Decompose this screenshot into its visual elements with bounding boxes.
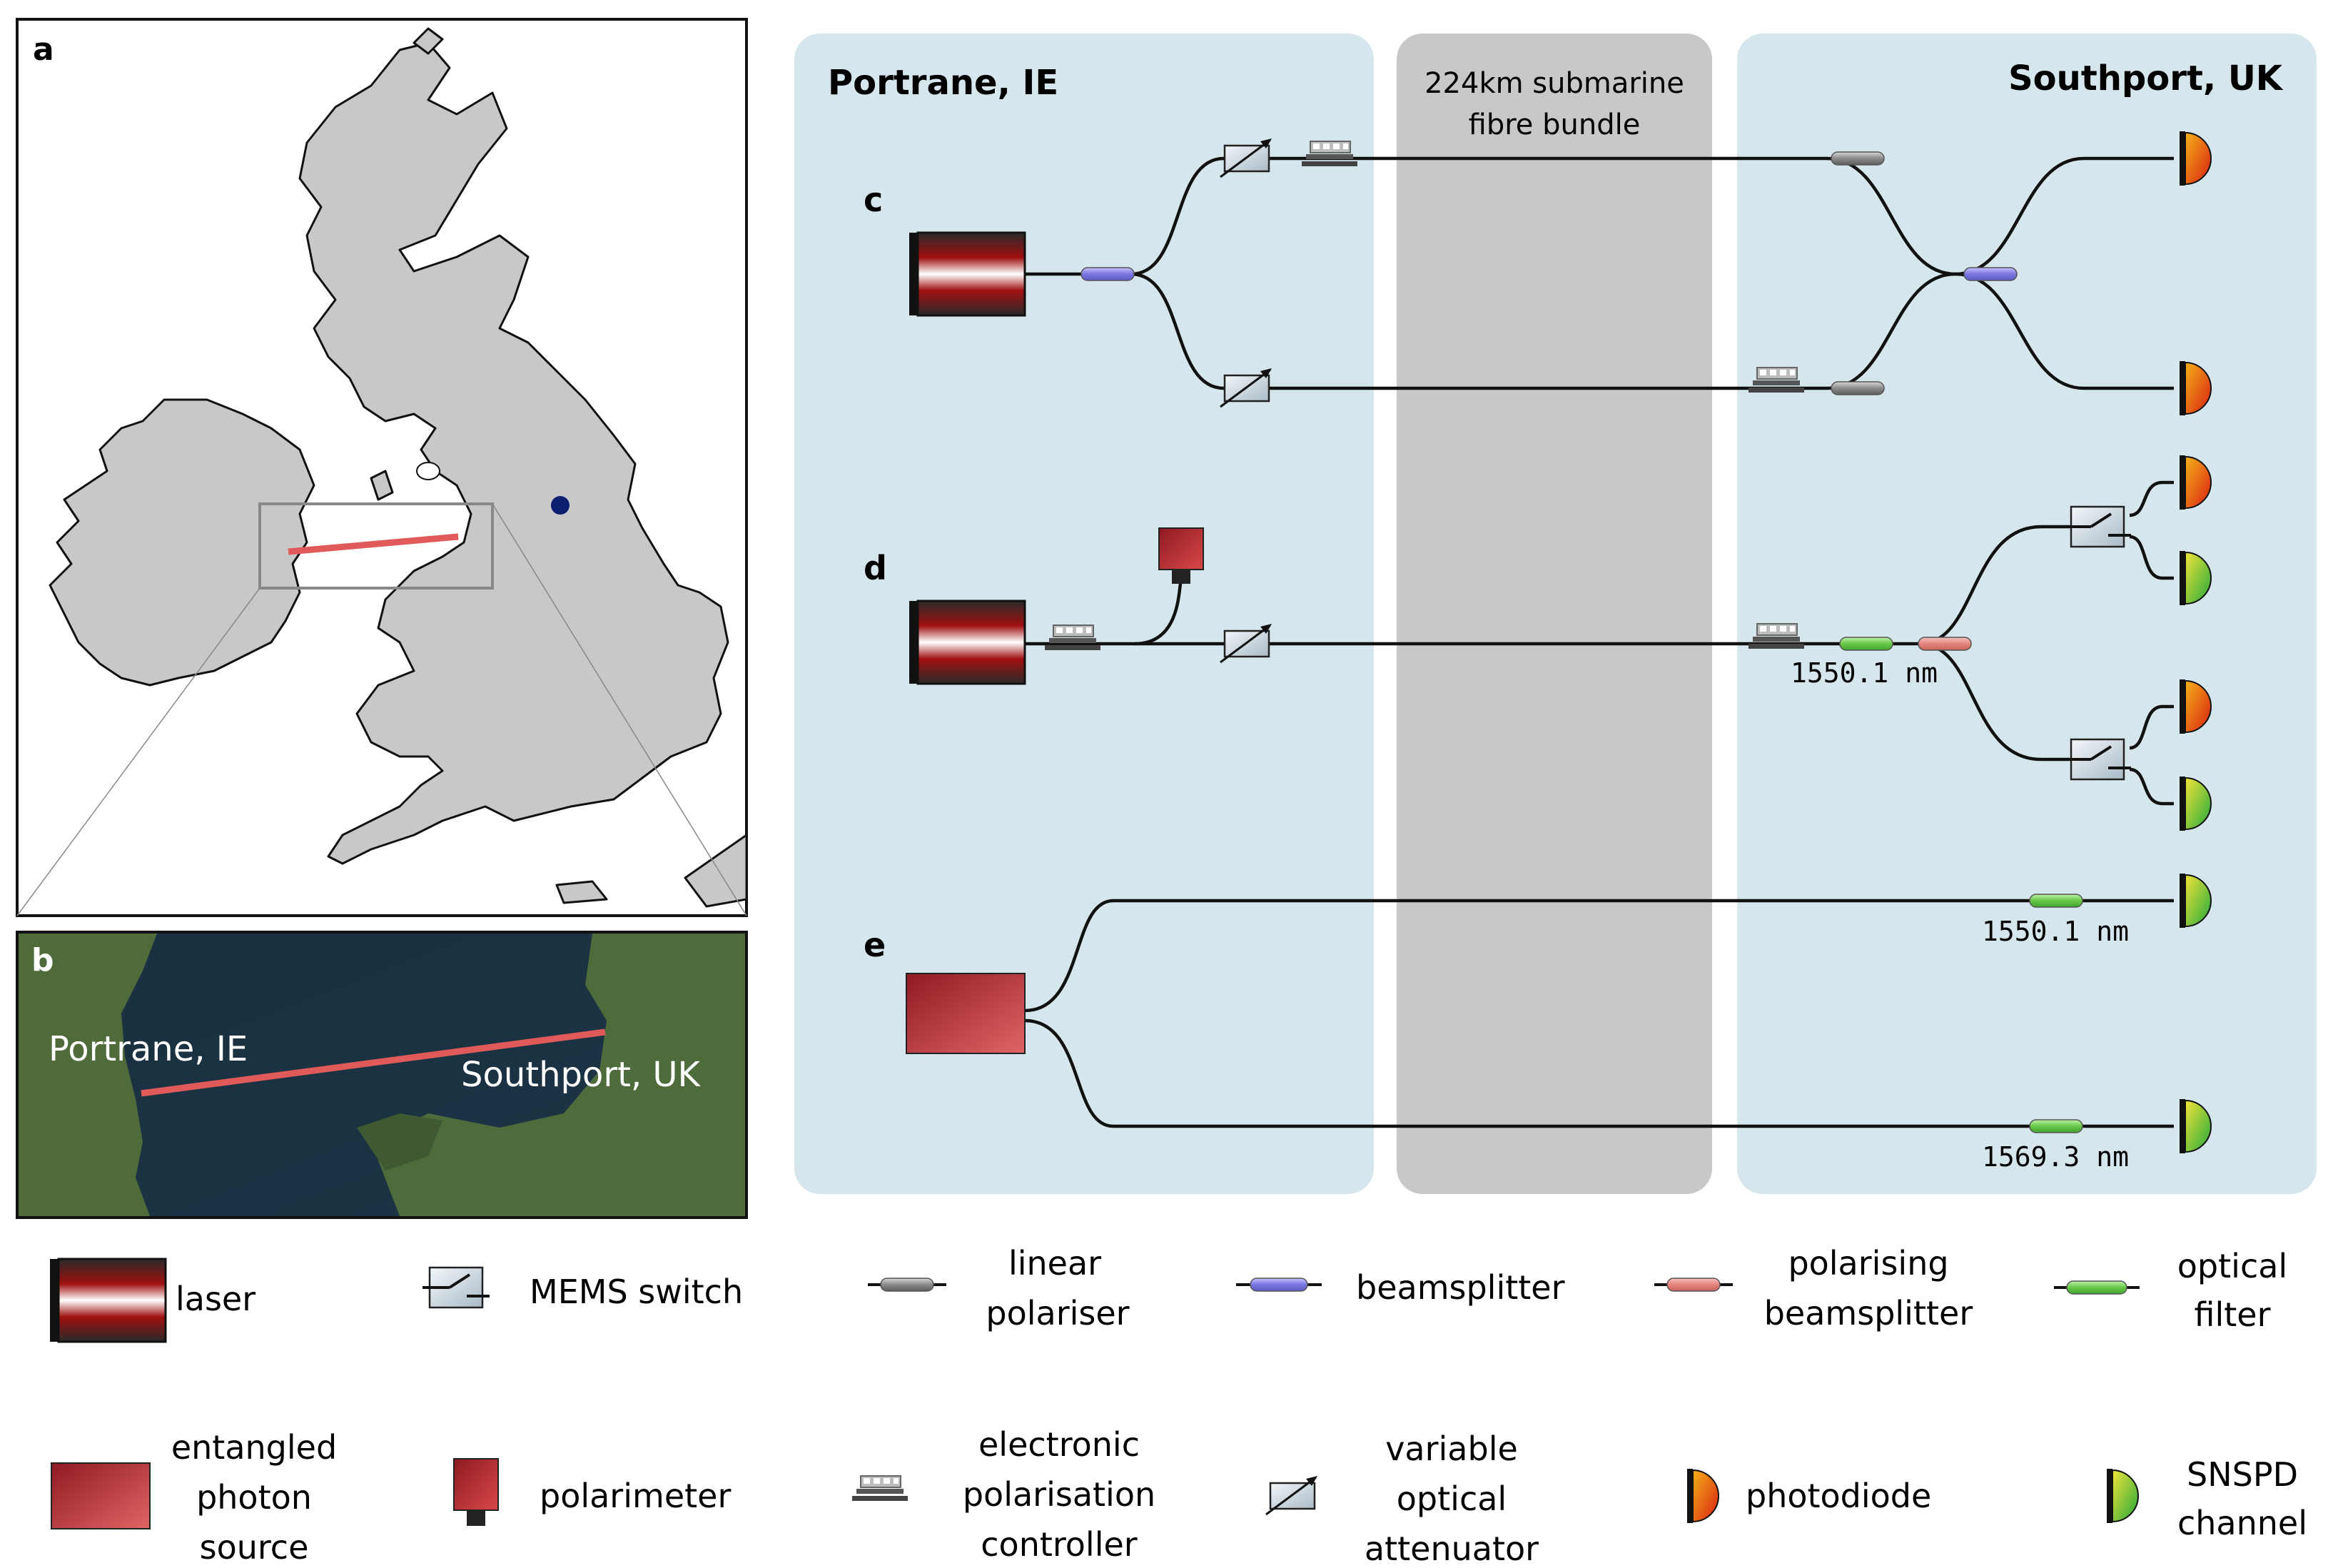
polarimeter-d-base: [1172, 570, 1190, 584]
legend-pbs-label-1: polarising: [1788, 1244, 1948, 1283]
cable-route-satellite: [141, 1028, 606, 1097]
legend-eps-label-2: photon: [196, 1478, 312, 1517]
panel-label-d: d: [864, 549, 887, 587]
region-title-submarine-1: 224km submarine: [1424, 67, 1684, 100]
legend-linpol-label-1: linear: [1008, 1244, 1101, 1283]
legend-mems-label: MEMS switch: [530, 1273, 743, 1311]
satellite-panel-b: Portrane, IE Southport, UK b: [16, 931, 748, 1219]
panel-label-b: b: [31, 942, 54, 978]
legend-polarimeter-base: [467, 1510, 485, 1526]
legend-epc-label-3: controller: [981, 1525, 1138, 1564]
map-label-portrane: Portrane, IE: [49, 1029, 248, 1069]
legend-polarimeter-label: polarimeter: [540, 1477, 731, 1515]
zoom-line-right: [492, 503, 747, 916]
panel-label-e: e: [864, 926, 886, 964]
wavelength-label-e-bottom: 1569.3 nm: [1982, 1141, 2129, 1173]
setup-e: e 1550.1 nm 1569.3 nm: [864, 873, 2212, 1173]
entangled-photon-source-e: [906, 973, 1026, 1054]
legend-laser-label: laser: [176, 1280, 255, 1318]
legend-eps-label-1: entangled: [171, 1428, 337, 1467]
setup-d: d 1550.1 nm: [864, 455, 2212, 831]
zoom-box: [258, 502, 494, 590]
legend-pbs-label-2: beamsplitter: [1764, 1294, 1973, 1332]
linear-polariser-c-top: [1831, 151, 1885, 166]
polarimeter-d: [1158, 527, 1204, 570]
optical-filter-d: [1839, 637, 1893, 651]
polarising-beamsplitter-d: [1918, 637, 1972, 651]
map-panel-a: a: [16, 18, 748, 917]
laser-c: [908, 231, 1026, 317]
wavelength-label-d: 1550.1 nm: [1791, 657, 1938, 689]
region-title-southport: Southport, UK: [2008, 59, 2284, 98]
lake: [416, 462, 440, 480]
anglesey: [357, 1113, 442, 1170]
legend-epc-icon: [851, 1475, 909, 1502]
legend-filter-icon: [2066, 1280, 2127, 1295]
optical-filter-e-bottom: [2029, 1119, 2083, 1133]
wavelength-label-e-top: 1550.1 nm: [1982, 916, 2129, 947]
legend-photodiode-icon: [1686, 1468, 1719, 1524]
optical-filter-e-top: [2029, 894, 2083, 908]
landmass-uk-ireland: [49, 27, 748, 908]
legend-epc-label-1: electronic: [978, 1425, 1140, 1464]
legend-eps-label-3: source: [200, 1528, 309, 1567]
location-marker: [551, 496, 570, 515]
legend-laser-icon: [49, 1258, 167, 1343]
laser-d: [908, 600, 1026, 685]
legend-mems-icon: [421, 1266, 491, 1309]
linear-polariser-c-bottom: [1831, 381, 1885, 395]
zoom-line-left: [16, 587, 260, 916]
legend-snspd-label-2: channel: [2177, 1504, 2307, 1542]
legend-bs-label: beamsplitter: [1356, 1268, 1565, 1307]
legend-voa-label-1: variable: [1385, 1430, 1518, 1468]
region-title-portrane: Portrane, IE: [828, 63, 1058, 103]
legend-snspd-icon: [2106, 1468, 2139, 1524]
cable-route-map: [288, 533, 459, 555]
mems-switch-d-bottom: [2063, 738, 2132, 781]
map-label-southport: Southport, UK: [461, 1055, 702, 1095]
legend-bs-icon: [1250, 1278, 1308, 1292]
legend-epc-label-2: polarisation: [963, 1475, 1155, 1514]
legend-voa-label-2: optical: [1397, 1480, 1507, 1518]
uk-coast: [371, 934, 745, 1216]
ireland-coast: [19, 934, 157, 1216]
legend-photodiode-label: photodiode: [1746, 1477, 1931, 1515]
legend-pbs-icon: [1666, 1278, 1721, 1292]
legend: laser MEMS switch linear polariser beams…: [49, 1244, 2307, 1568]
legend-linpol-icon: [880, 1278, 934, 1292]
mems-switch-d-top: [2063, 505, 2132, 548]
beamsplitter-c-source: [1081, 267, 1135, 281]
region-submarine: [1397, 34, 1712, 1194]
setup-c: c: [864, 131, 2212, 416]
panel-label-c: c: [864, 181, 883, 219]
region-portrane: [794, 34, 1374, 1194]
legend-filter-label-1: optical: [2177, 1247, 2287, 1285]
legend-voa-label-3: attenuator: [1365, 1529, 1539, 1568]
panel-label-a: a: [33, 31, 54, 68]
region-southport: [1737, 34, 2317, 1194]
legend-linpol-label-2: polariser: [986, 1294, 1129, 1332]
legend-eps-icon: [51, 1462, 151, 1529]
beamsplitter-c-receiver: [1963, 267, 2018, 281]
region-title-submarine-2: fibre bundle: [1469, 108, 1641, 141]
legend-filter-label-2: filter: [2194, 1295, 2270, 1334]
legend-voa-icon: [1265, 1475, 1319, 1516]
legend-snspd-label-1: SNSPD: [2187, 1455, 2298, 1494]
legend-polarimeter-icon: [453, 1458, 499, 1511]
